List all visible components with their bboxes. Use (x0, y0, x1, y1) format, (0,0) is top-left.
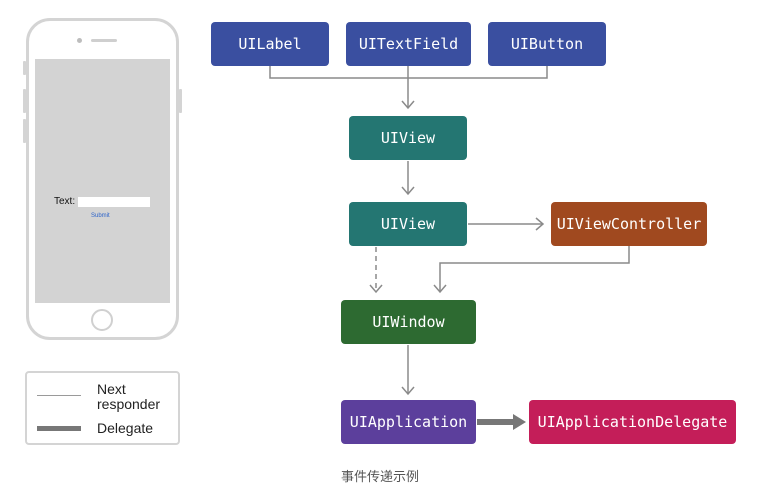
arrowhead (401, 186, 415, 196)
phone-mockup: Text: Submit (23, 18, 182, 340)
phone-submit-button[interactable]: Submit (91, 213, 110, 219)
phone-camera (77, 38, 82, 43)
figure-caption: 事件传递示例 (340, 470, 419, 485)
node-uiapplication-label: UIApplication (349, 413, 468, 431)
node-uiwindow-label: UIWindow (372, 313, 445, 331)
node-uiview-mid-label: UIView (380, 215, 436, 233)
phone-volume-up-button (23, 89, 26, 113)
legend: Next responder Delegate (25, 371, 180, 445)
node-uiviewcontroller-label: UIViewController (556, 215, 702, 233)
arrowhead (401, 386, 415, 396)
phone-speaker (91, 39, 117, 42)
node-uiwindow: UIWindow (341, 300, 476, 344)
delegate-arrowhead (513, 414, 526, 430)
delegate-arrow-shaft (477, 419, 515, 425)
phone-volume-down-button (23, 119, 26, 143)
node-uiapplication: UIApplication (341, 400, 476, 444)
arrowhead (401, 100, 415, 110)
legend-delegate-label: Delegate (97, 420, 154, 436)
arrowhead (433, 284, 447, 294)
phone-side-button (23, 61, 26, 75)
node-uitextfield: UITextField (346, 22, 471, 66)
node-uiview-top-label: UIView (380, 129, 436, 147)
node-uibutton-label: UIButton (510, 35, 584, 53)
node-uilabel: UILabel (211, 22, 329, 66)
node-uiapplicationdelegate-label: UIApplicationDelegate (537, 413, 728, 431)
phone-home-button (91, 309, 113, 331)
arrowhead (369, 284, 383, 294)
node-uiapplicationdelegate: UIApplicationDelegate (529, 400, 736, 444)
node-uiview-top: UIView (349, 116, 467, 160)
arrow-viewcontroller-to-window (439, 246, 630, 292)
legend-next-responder-label: Next responder (97, 381, 161, 412)
node-uibutton: UIButton (488, 22, 606, 66)
phone-text-label: Text: (54, 196, 76, 207)
legend-delegate-line (37, 426, 81, 431)
node-uiviewcontroller: UIViewController (551, 202, 707, 246)
phone-text-field[interactable] (78, 197, 150, 207)
phone-screen: Text: Submit (35, 59, 170, 303)
node-uiview-mid: UIView (349, 202, 467, 246)
phone-power-button (179, 89, 182, 113)
arrowhead (535, 217, 545, 231)
node-uilabel-label: UILabel (238, 35, 302, 53)
legend-next-responder-line (37, 395, 81, 396)
node-uitextfield-label: UITextField (358, 35, 459, 53)
